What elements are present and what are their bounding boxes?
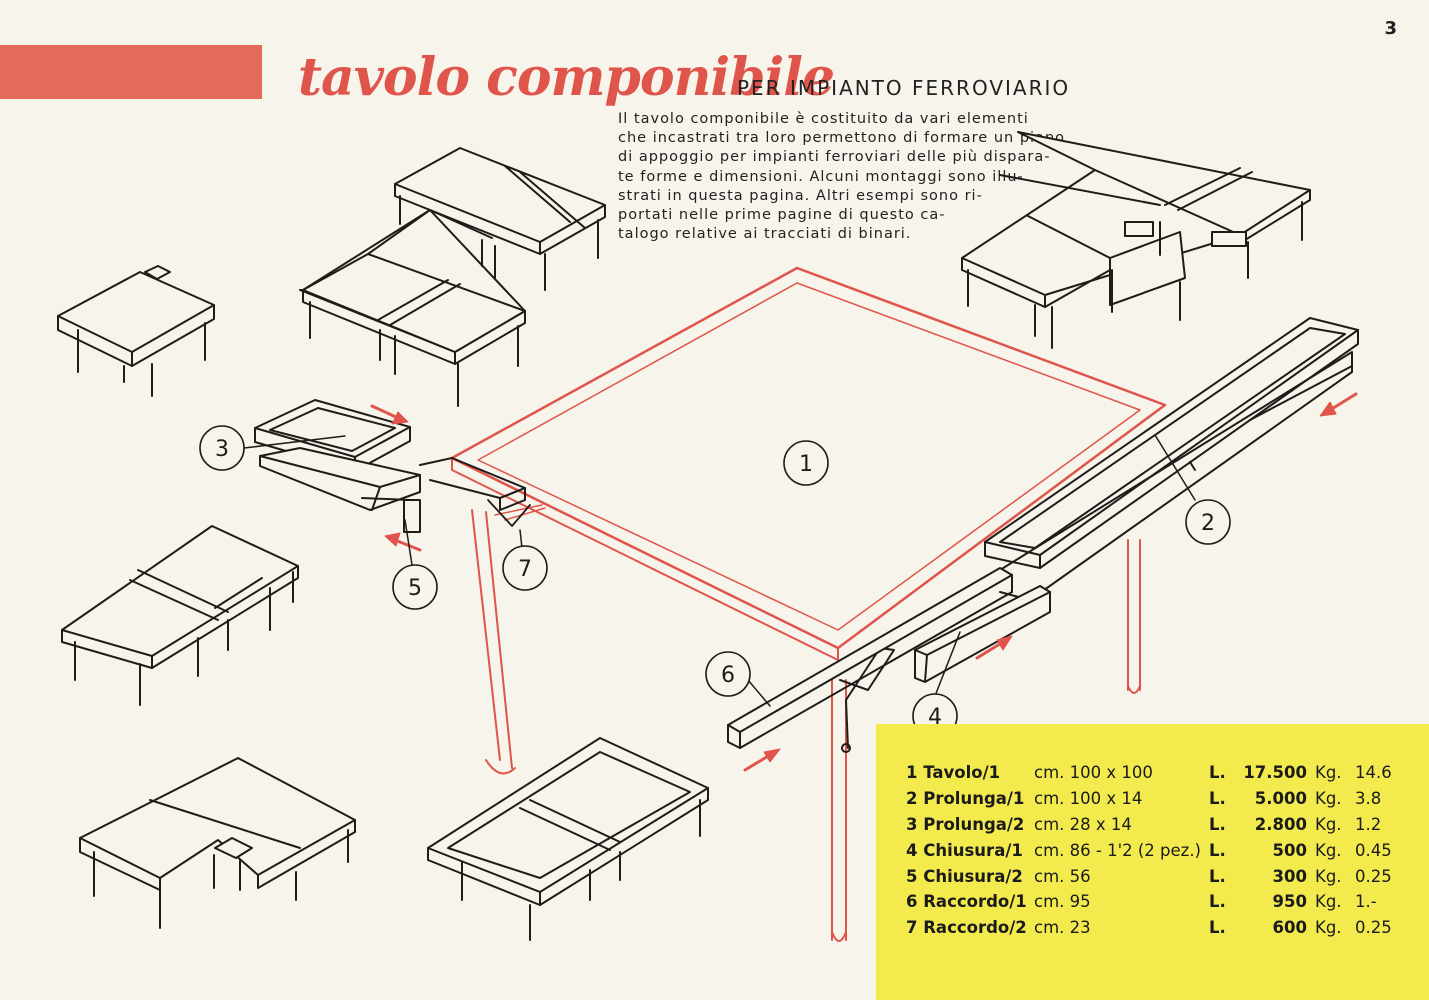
item-dimensions: cm. 100 x 100 — [1034, 763, 1153, 783]
extension-piece-3 — [254, 399, 421, 533]
price-list-row: 1 Tavolo/1 cm. 100 x 100 L. 17.500 Kg. 14.6 — [906, 760, 1401, 786]
svg-text:5: 5 — [408, 576, 422, 601]
frame-table-bottom — [427, 737, 709, 941]
item-currency: L. — [1209, 789, 1226, 809]
item-price: 2.800 — [1254, 814, 1307, 834]
item-weight-unit: Kg. — [1315, 866, 1342, 886]
item-name: 5 Chiusura/2 — [906, 866, 1023, 886]
item-price: 5.000 — [1254, 789, 1307, 809]
extension-piece-2 — [984, 317, 1359, 601]
item-currency: L. — [1209, 892, 1226, 912]
intro-line: te forme e dimensioni. Alcuni montaggi s… — [618, 168, 1024, 185]
item-price: 17.500 — [1243, 763, 1307, 783]
price-list-row: 7 Raccordo/2 cm. 23 L. 600 Kg. 0.25 — [906, 915, 1401, 941]
price-list-row: 4 Chiusura/1 cm. 86 - 1'2 (2 pez.) L. 500 Kg… — [906, 837, 1401, 863]
item-weight-unit: Kg. — [1315, 840, 1342, 860]
item-dimensions: cm. 86 - 1'2 (2 pez.) — [1034, 840, 1201, 860]
callout-7: 7 — [502, 545, 548, 591]
item-name: 4 Chiusura/1 — [906, 840, 1023, 860]
item-name: 3 Prolunga/2 — [906, 814, 1025, 834]
callout-5: 5 — [392, 564, 438, 610]
price-list-row: 5 Chiusura/2 cm. 56 L. 300 Kg. 0.25 — [906, 863, 1401, 889]
svg-text:3: 3 — [215, 437, 229, 462]
svg-text:6: 6 — [721, 663, 735, 688]
callout-1: 1 — [783, 440, 829, 486]
item-price: 600 — [1272, 918, 1307, 938]
price-list-panel — [876, 724, 1429, 1000]
t-table-top-right — [961, 131, 1311, 349]
connector-rail-7 — [419, 457, 526, 511]
t-table-mid-left — [61, 525, 299, 706]
price-list-row: 3 Prolunga/2 cm. 28 x 14 L. 2.800 Kg. 1.2 — [906, 812, 1401, 838]
svg-text:4: 4 — [928, 705, 942, 730]
page-title: tavolo componibile — [298, 47, 835, 108]
item-name: 1 Tavolo/1 — [906, 763, 1001, 783]
l-table-top — [299, 147, 606, 407]
leader-lines — [243, 434, 1196, 707]
item-weight: 1.2 — [1355, 814, 1382, 834]
item-weight: 14.6 — [1355, 763, 1392, 783]
callout-3: 3 — [199, 425, 245, 471]
item-currency: L. — [1209, 840, 1226, 860]
item-name: 6 Raccordo/1 — [906, 892, 1027, 912]
item-dimensions: cm. 28 x 14 — [1034, 814, 1132, 834]
intro-paragraph: Il tavolo componibile è costituito da va… — [618, 110, 1104, 244]
closure-rail-4 — [914, 585, 1051, 683]
price-list-row: 6 Raccordo/1 cm. 95 L. 950 Kg. 1.- — [906, 889, 1401, 915]
item-name: 7 Raccordo/2 — [906, 918, 1027, 938]
item-dimensions: cm. 100 x 14 — [1034, 789, 1143, 809]
item-price: 950 — [1272, 892, 1307, 912]
item-weight: 0.25 — [1355, 866, 1392, 886]
item-weight-unit: Kg. — [1315, 892, 1342, 912]
item-weight: 3.8 — [1355, 789, 1382, 809]
intro-line: che incastrati tra loro permettono di fo… — [618, 130, 1066, 147]
intro-line: strati in questa pagina. Altri esempi so… — [618, 187, 983, 204]
intro-line: di appoggio per impianti ferroviari dell… — [618, 149, 1051, 166]
item-price: 300 — [1272, 866, 1307, 886]
page-number: 3 — [1384, 18, 1397, 39]
item-name: 2 Prolunga/1 — [906, 789, 1025, 809]
item-weight: 0.45 — [1355, 840, 1392, 860]
svg-text:7: 7 — [518, 557, 532, 582]
intro-line: Il tavolo componibile è costituito da va… — [618, 111, 1029, 127]
page-subtitle: PER IMPIANTO FERROVIARIO — [737, 76, 1071, 100]
item-weight-unit: Kg. — [1315, 918, 1342, 938]
item-weight-unit: Kg. — [1315, 789, 1342, 809]
l-table-bottom-left — [79, 757, 356, 929]
intro-line: portati nelle prime pagine di questo ca- — [618, 207, 946, 224]
item-currency: L. — [1209, 918, 1226, 938]
intro-line: talogo relative ai tracciati di binari. — [618, 226, 912, 243]
item-dimensions: cm. 95 — [1034, 892, 1091, 912]
item-weight-unit: Kg. — [1315, 814, 1342, 834]
item-weight-unit: Kg. — [1315, 763, 1342, 783]
svg-text:2: 2 — [1201, 511, 1215, 536]
item-currency: L. — [1209, 866, 1226, 886]
item-weight: 1.- — [1355, 892, 1377, 912]
item-price: 500 — [1272, 840, 1307, 860]
item-currency: L. — [1209, 763, 1226, 783]
main-table-brackets — [487, 499, 895, 753]
svg-text:1: 1 — [799, 452, 813, 477]
small-table-top-left — [57, 265, 215, 397]
connector-rail-6 — [727, 567, 1013, 749]
item-dimensions: cm. 56 — [1034, 866, 1091, 886]
price-list-row: 2 Prolunga/1 cm. 100 x 14 L. 5.000 Kg. 3.8 — [906, 786, 1401, 812]
item-dimensions: cm. 23 — [1034, 918, 1091, 938]
item-currency: L. — [1209, 814, 1226, 834]
direction-arrows — [370, 392, 1358, 772]
callout-2: 2 — [1185, 499, 1231, 545]
callout-6: 6 — [705, 651, 751, 697]
item-weight: 0.25 — [1355, 918, 1392, 938]
red-header-band — [0, 45, 262, 99]
